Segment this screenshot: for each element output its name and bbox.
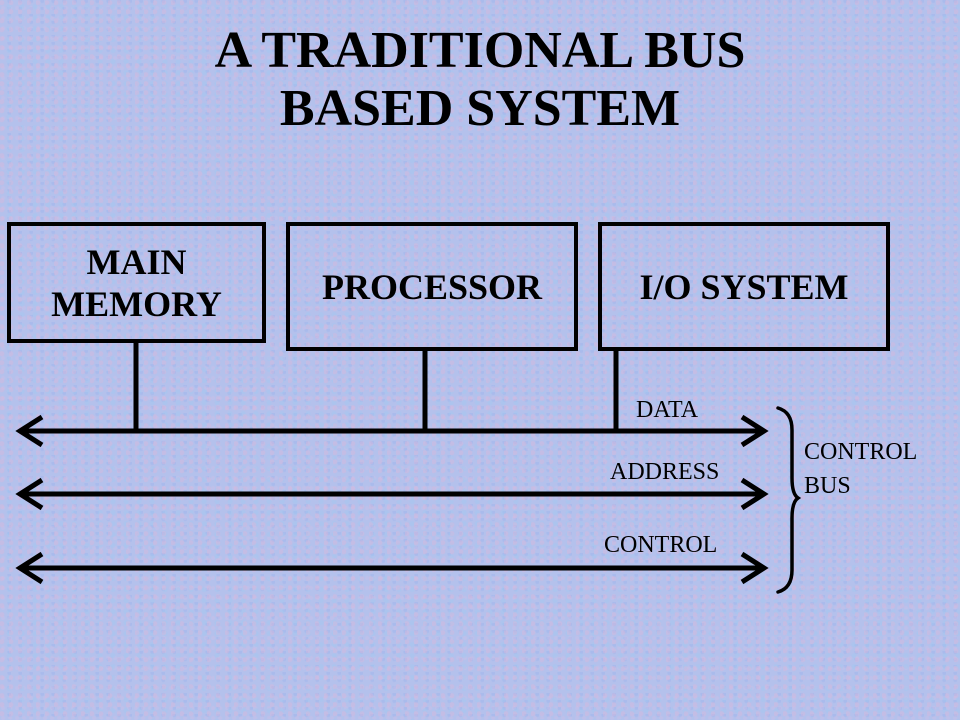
title-line-1: A TRADITIONAL BUS (214, 22, 746, 79)
control-line-label: CONTROL (604, 532, 718, 558)
processor-label: PROCESSOR (321, 266, 543, 307)
main-memory-label-line-1: MAIN (86, 241, 187, 282)
main-memory-box: MAIN MEMORY (7, 222, 266, 343)
address-bus-arrow (15, 477, 769, 511)
address-bus-label: ADDRESS (610, 459, 720, 485)
control-bus-label-line-1: CONTROL (804, 439, 918, 465)
title-line-2: BASED SYSTEM (279, 80, 681, 137)
data-bus-label: DATA (636, 397, 699, 423)
main-memory-label-line-2: MEMORY (51, 283, 222, 324)
bus-group-brace (776, 406, 802, 594)
control-bus-arrow (15, 551, 769, 585)
processor-box: PROCESSOR (286, 222, 578, 351)
control-bus-label: CONTROL BUS (804, 435, 917, 503)
page-title: A TRADITIONAL BUS BASED SYSTEM (0, 22, 960, 138)
io-system-label: I/O SYSTEM (639, 266, 849, 307)
io-system-box: I/O SYSTEM (598, 222, 890, 351)
data-bus-arrow (15, 414, 769, 448)
control-bus-label-line-2: BUS (804, 473, 851, 499)
